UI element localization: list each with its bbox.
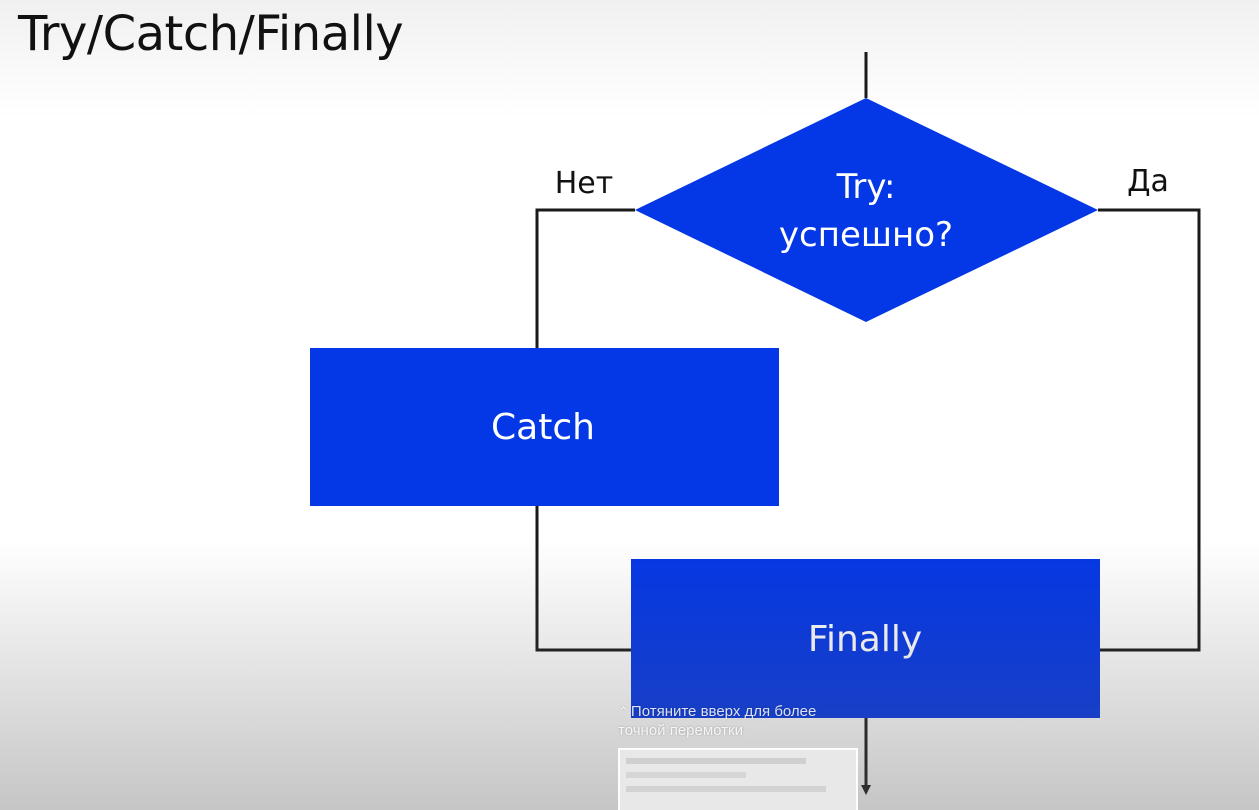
- seek-hint-line-1: Потяните вверх для более: [630, 703, 817, 720]
- try-decision-diamond: [635, 98, 1098, 322]
- seek-hint-line-2: точной перемотки: [618, 722, 743, 739]
- seek-thumbnail-preview[interactable]: [618, 748, 858, 810]
- no-branch-connector: [535, 208, 635, 348]
- decision-line-1: Try:: [836, 167, 896, 207]
- catch-label: Catch: [491, 407, 595, 448]
- finally-label: Finally: [808, 619, 922, 660]
- catch-block: [310, 348, 779, 506]
- slide-title: Try/Catch/Finally: [18, 6, 404, 62]
- chevron-up-icon: ⌃: [618, 704, 629, 719]
- catch-to-finally-connector: [535, 506, 631, 652]
- thumbnail-content-line: [626, 758, 806, 764]
- thumbnail-content-line: [626, 772, 746, 778]
- decision-line-2: успешно?: [779, 215, 953, 255]
- finally-block: [631, 559, 1100, 718]
- yes-branch-label: Да: [1127, 164, 1169, 199]
- yes-branch-connector: [1098, 208, 1201, 652]
- no-branch-label: Нет: [555, 166, 614, 201]
- thumbnail-content-line: [626, 786, 826, 792]
- seek-hint: ⌃Потяните вверх для более точной перемот…: [618, 702, 878, 740]
